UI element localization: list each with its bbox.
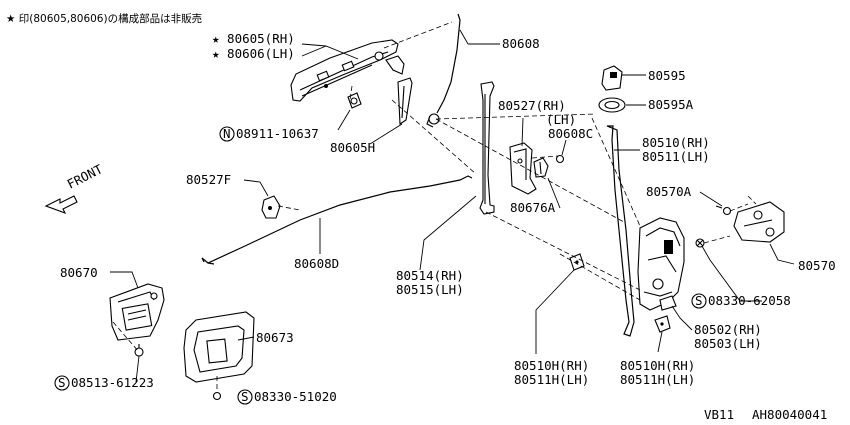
- label-80527-rh: 80527(RH): [498, 98, 566, 113]
- rod-clip-80510h-lower: [654, 315, 671, 333]
- label-80510h-rh-b: 80510H(RH): [620, 358, 695, 373]
- label-80511-lh: 80511(LH): [642, 149, 710, 164]
- washer-80608c: [555, 154, 565, 164]
- label-80608d: 80608D: [294, 256, 339, 271]
- label-80608c: 80608C: [548, 126, 593, 141]
- label-80595a: 80595A: [648, 97, 694, 112]
- s-symbol-letter-62058: S: [695, 293, 703, 308]
- label-80676a: 80676A: [510, 200, 556, 215]
- label-80570a: 80570A: [646, 184, 692, 199]
- clip-80527f: [261, 195, 281, 219]
- screw-08911: [347, 92, 362, 109]
- label-80514-rh: 80514(RH): [396, 268, 464, 283]
- label-08330-62058: 08330-62058: [708, 293, 791, 308]
- label-80605-rh: ★ 80605(RH): [212, 31, 295, 46]
- knob-grommet-80595a: [598, 97, 626, 113]
- n-symbol-letter: N: [223, 126, 231, 141]
- label-08330-51020: 08330-51020: [254, 389, 337, 404]
- door-lock-assembly: [637, 217, 685, 311]
- label-80511h-lh-b: 80511H(LH): [620, 372, 695, 387]
- label-08513-61223: 08513-61223: [71, 375, 154, 390]
- screw-08330-62058: [695, 238, 705, 248]
- lock-knob-80595: [601, 65, 623, 91]
- leader-lines: [110, 29, 795, 383]
- screw-08513: [134, 344, 144, 357]
- inside-handle-bracket-80670: [109, 283, 165, 341]
- s-symbol-08513: S: [54, 375, 70, 391]
- diagram-code: AH80040041: [752, 407, 827, 422]
- label-80670: 80670: [60, 265, 98, 280]
- label-80510-rh: 80510(RH): [642, 135, 710, 150]
- non-sale-note: ★ 印(80605,80606)の構成部品は非販売: [6, 12, 202, 25]
- label-80673: 80673: [256, 330, 294, 345]
- label-80503-lh: 80503(LH): [694, 336, 762, 351]
- rod-80608d: [201, 175, 473, 264]
- label-80595: 80595: [648, 68, 686, 83]
- assembly-dashed-lines: [112, 21, 757, 392]
- label-80606-lh: ★ 80606(LH): [212, 46, 295, 61]
- label-80515-lh: 80515(LH): [396, 282, 464, 297]
- label-80527-lh: (LH): [546, 112, 576, 127]
- label-08911-10637: 08911-10637: [236, 126, 319, 141]
- outside-handle: [290, 39, 405, 102]
- label-80608: 80608: [502, 36, 540, 51]
- model-code: VB11: [704, 407, 734, 422]
- handle-clip: [397, 77, 413, 125]
- front-arrow: FRONT: [44, 161, 106, 214]
- front-label: FRONT: [65, 161, 106, 192]
- rod-80608: [436, 13, 461, 114]
- rod-80510: [606, 125, 635, 337]
- striker-80570: [733, 201, 785, 243]
- label-80570: 80570: [798, 258, 836, 273]
- label-80502-rh: 80502(RH): [694, 322, 762, 337]
- screw-08330-51020: [212, 391, 222, 401]
- label-80605h: 80605H: [330, 140, 375, 155]
- s-symbol-62058: S: [691, 293, 707, 309]
- s-symbol-letter-51020: S: [241, 389, 249, 404]
- rod-clip-80510h-upper: [569, 253, 585, 271]
- s-symbol-51020: S: [237, 389, 253, 405]
- label-80527f: 80527F: [186, 172, 231, 187]
- escutcheon-80673: [183, 311, 255, 383]
- screw-80570a: [715, 205, 732, 216]
- n-symbol: N: [219, 126, 235, 142]
- lever-80676a: [533, 157, 549, 178]
- label-80511h-lh-a: 80511H(LH): [514, 372, 589, 387]
- label-80510h-rh-a: 80510H(RH): [514, 358, 589, 373]
- s-symbol-letter-08513: S: [58, 375, 66, 390]
- latch-bracket: [479, 81, 495, 215]
- inside-bracket-80527: [509, 142, 537, 195]
